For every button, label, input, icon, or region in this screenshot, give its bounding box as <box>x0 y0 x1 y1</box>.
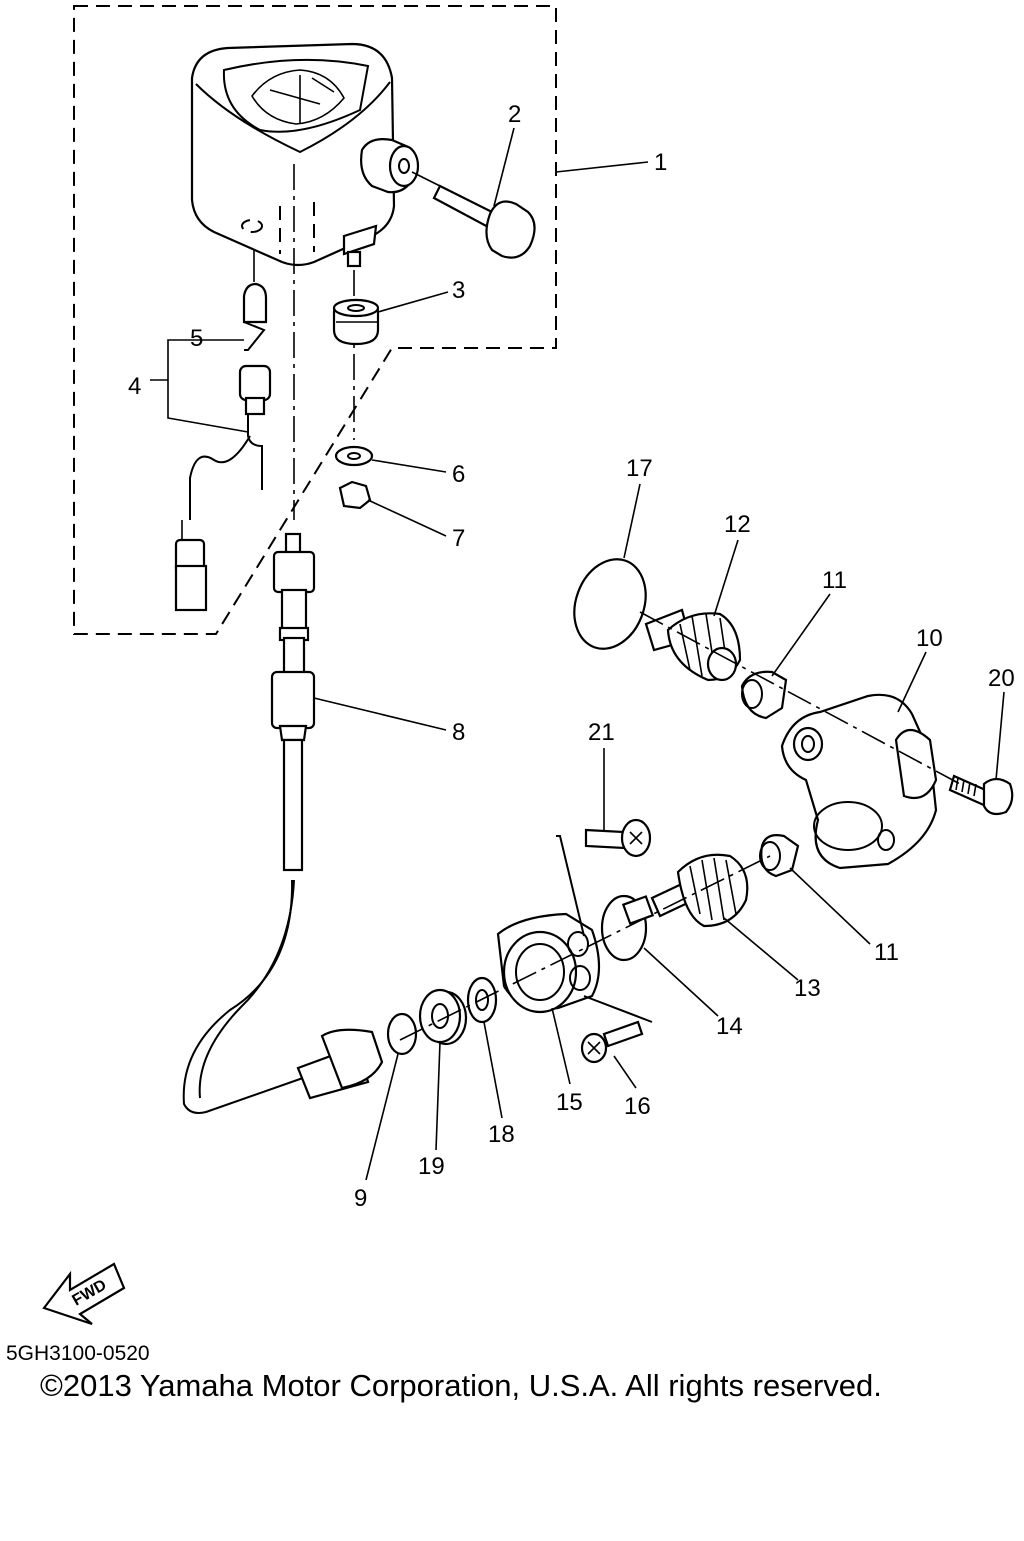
drawing-code: 5GH3100-0520 <box>6 1342 150 1365</box>
leader-1 <box>555 161 649 173</box>
label-4: 4 <box>128 373 141 400</box>
label-17: 17 <box>626 455 653 482</box>
leader-6 <box>371 459 447 473</box>
label-3: 3 <box>452 277 465 304</box>
leader-14 <box>643 947 719 1017</box>
label-2: 2 <box>508 101 521 128</box>
leader-15 <box>551 1007 571 1085</box>
bulb-socket <box>174 364 272 612</box>
label-20: 20 <box>988 665 1015 692</box>
screw-21 <box>584 818 652 858</box>
leader-13 <box>723 917 799 981</box>
bulb <box>242 282 268 351</box>
label-10: 10 <box>916 625 943 652</box>
o-ring-17 <box>573 558 647 650</box>
leader-19 <box>435 1041 441 1151</box>
label-7: 7 <box>452 525 465 552</box>
oil-seal <box>418 988 468 1046</box>
label-16: 16 <box>624 1093 651 1120</box>
main-gear-housing <box>780 693 938 870</box>
label-6: 6 <box>452 461 465 488</box>
leader-18 <box>483 1021 503 1119</box>
grommet <box>332 298 380 346</box>
drive-gear <box>621 853 749 928</box>
copyright-notice: ©2013 Yamaha Motor Corporation, U.S.A. A… <box>40 1368 882 1403</box>
leader-10 <box>897 651 927 713</box>
label-5: 5 <box>190 325 203 352</box>
centre-line-gears <box>639 611 961 785</box>
assembly-boundary <box>73 5 557 635</box>
fwd-arrow-icon: FWD <box>42 1262 126 1326</box>
leader-9 <box>365 1053 399 1181</box>
label-11a: 11 <box>822 567 847 594</box>
centre-line-housing <box>399 855 771 1041</box>
label-19: 19 <box>418 1153 445 1180</box>
label-18: 18 <box>488 1121 515 1148</box>
label-13: 13 <box>794 975 821 1002</box>
leader-7 <box>367 499 447 537</box>
label-1: 1 <box>654 149 667 176</box>
leader-8 <box>313 697 447 731</box>
leader-11a <box>771 593 831 677</box>
speedometer-assembly <box>190 42 420 268</box>
leader-17 <box>623 483 641 559</box>
label-12: 12 <box>724 511 751 538</box>
leader-20 <box>995 691 1005 781</box>
label-15: 15 <box>556 1089 583 1116</box>
leader-3 <box>377 291 449 313</box>
driven-gear <box>644 608 742 682</box>
leader-12 <box>713 539 739 617</box>
label-21: 21 <box>588 719 615 746</box>
gear-housing <box>496 835 653 1023</box>
washer <box>334 445 374 467</box>
trip-knob <box>411 171 536 259</box>
bolt-20 <box>948 774 1014 816</box>
o-ring-9 <box>386 1012 418 1056</box>
screw-16 <box>580 1020 644 1064</box>
label-9: 9 <box>354 1185 367 1212</box>
leader-11b <box>789 867 871 945</box>
nut <box>338 480 372 510</box>
leader-16 <box>613 1055 637 1089</box>
part-labels: 1 2 3 4 5 6 7 8 9 10 11 11 12 13 14 15 1… <box>128 101 1015 1212</box>
speedometer-cable <box>182 532 384 1114</box>
bushing-upper <box>740 670 788 720</box>
bracket-4-5 <box>150 339 249 433</box>
label-14: 14 <box>716 1013 743 1040</box>
label-11b: 11 <box>874 939 899 966</box>
leader-2 <box>493 127 515 207</box>
label-8: 8 <box>452 719 465 746</box>
